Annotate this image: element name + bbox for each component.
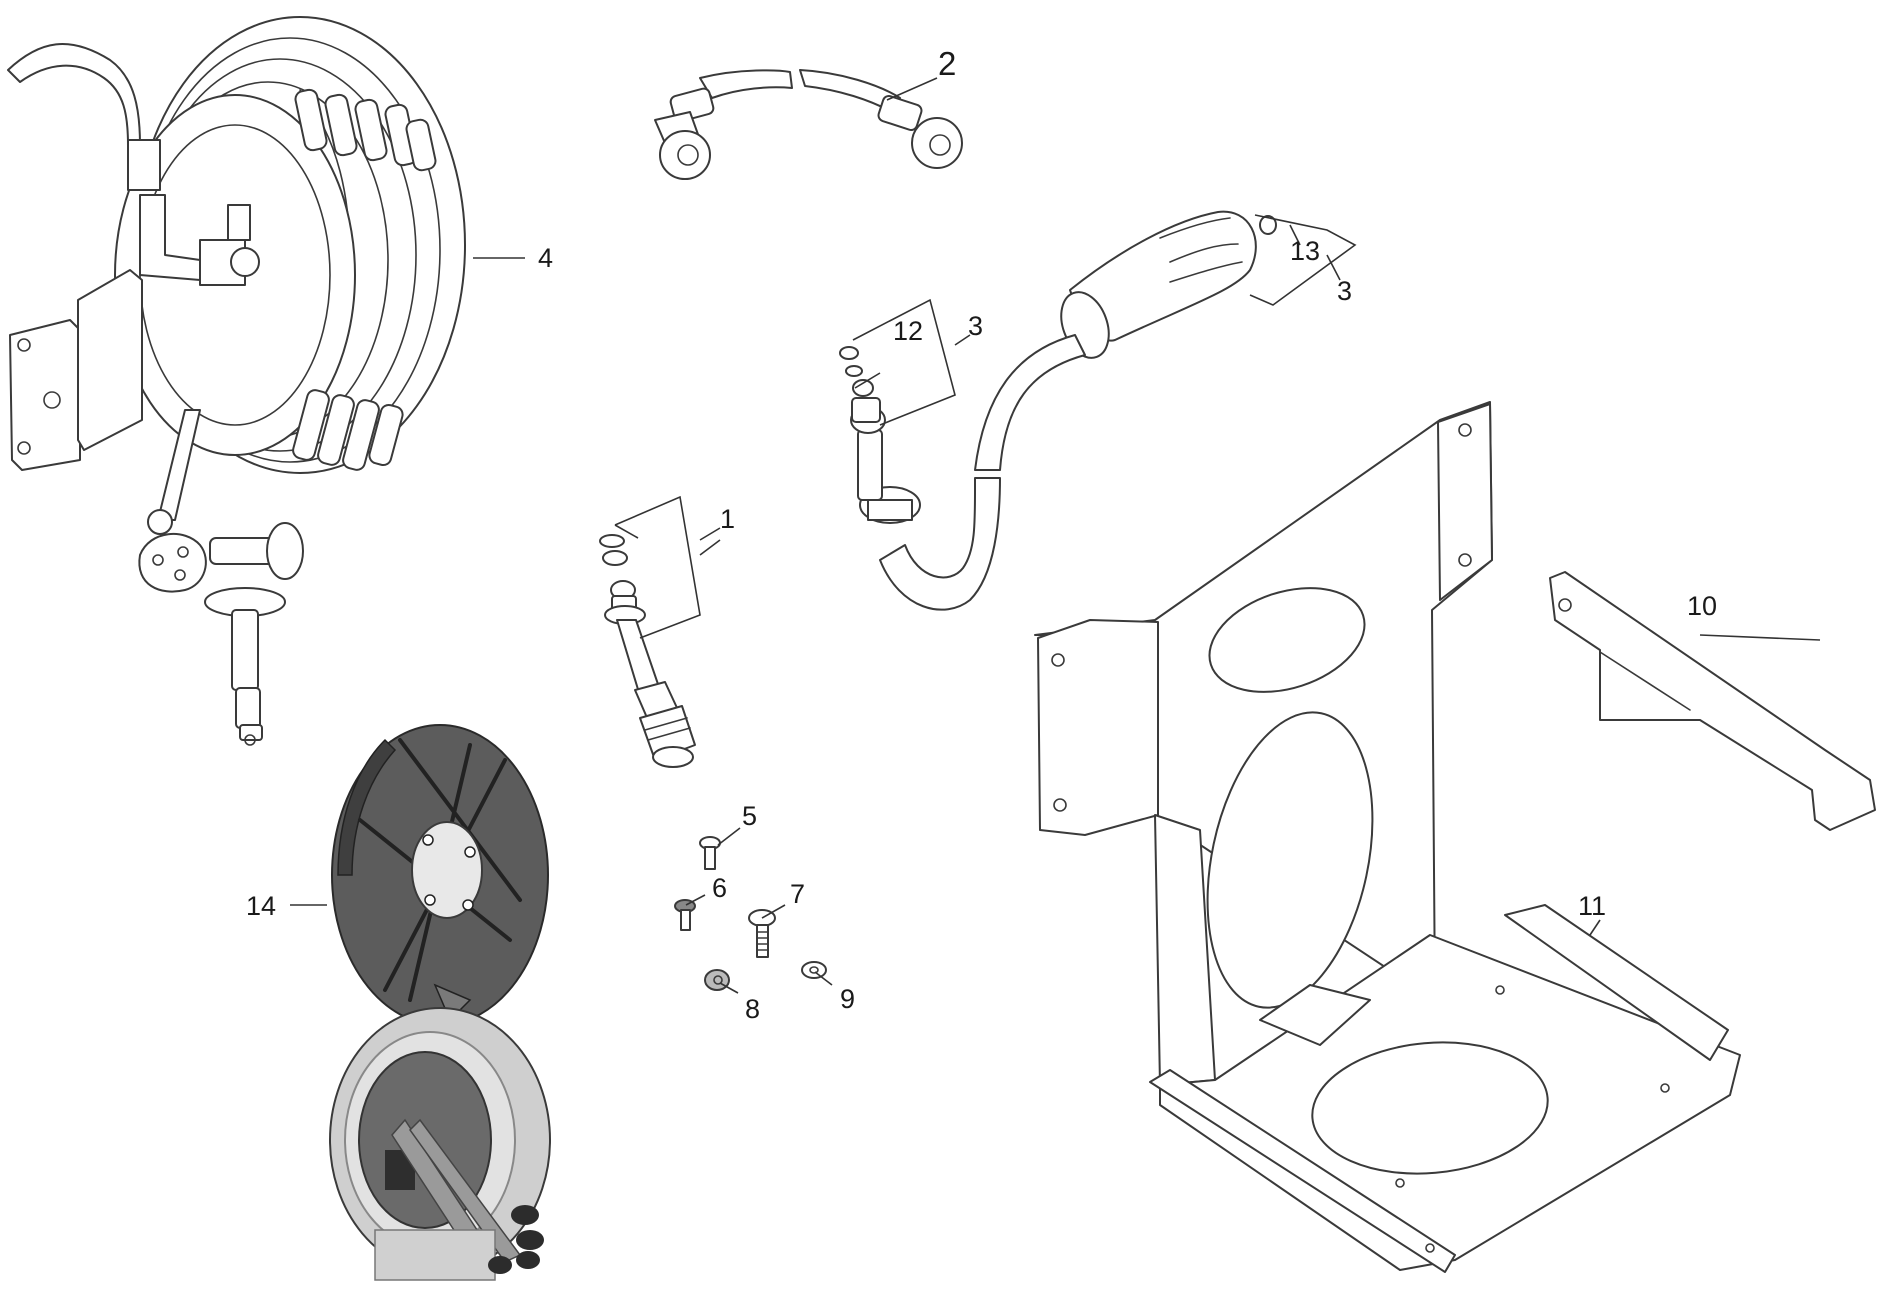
callout-6: 6 [712, 873, 727, 903]
callout-4: 4 [538, 243, 553, 273]
wall-mounting-bracket [1034, 401, 1741, 1273]
hose-reel-assembly [7, 16, 466, 746]
o-ring-part-13 [1259, 215, 1277, 235]
callout-10: 10 [1687, 591, 1717, 621]
leader-lines [290, 77, 1821, 994]
callout-9: 9 [840, 984, 855, 1014]
nut-part-8 [704, 969, 730, 991]
callout-13: 13 [1290, 236, 1320, 266]
support-plate [1549, 571, 1876, 831]
callout-12: 12 [893, 316, 923, 346]
bolt-part-7 [748, 909, 776, 958]
screw-part-6 [674, 899, 696, 931]
callout-labels: 1 2 3 3 4 5 6 7 8 9 10 11 12 13 14 [246, 45, 1717, 1024]
callout-1: 1 [720, 504, 735, 534]
spray-gun-lance [850, 210, 1257, 611]
connection-hose [654, 69, 963, 180]
washer-part-9 [801, 961, 827, 979]
callout-11: 11 [1578, 891, 1606, 921]
callout-14: 14 [246, 891, 276, 921]
callout-8: 8 [745, 994, 760, 1024]
assembled-reel-illustration [329, 1007, 551, 1281]
callout-3-lance: 3 [968, 311, 983, 341]
callout-3-handle: 3 [1337, 276, 1352, 306]
swivel-connector [599, 534, 696, 768]
callout-2: 2 [938, 45, 956, 82]
bracket-lines [614, 214, 1357, 639]
callout-5: 5 [742, 801, 757, 831]
screw-part-5 [699, 836, 721, 870]
reel-cover-disk [331, 724, 549, 1026]
o-ring-part-12 [839, 346, 863, 377]
callout-7: 7 [790, 879, 805, 909]
